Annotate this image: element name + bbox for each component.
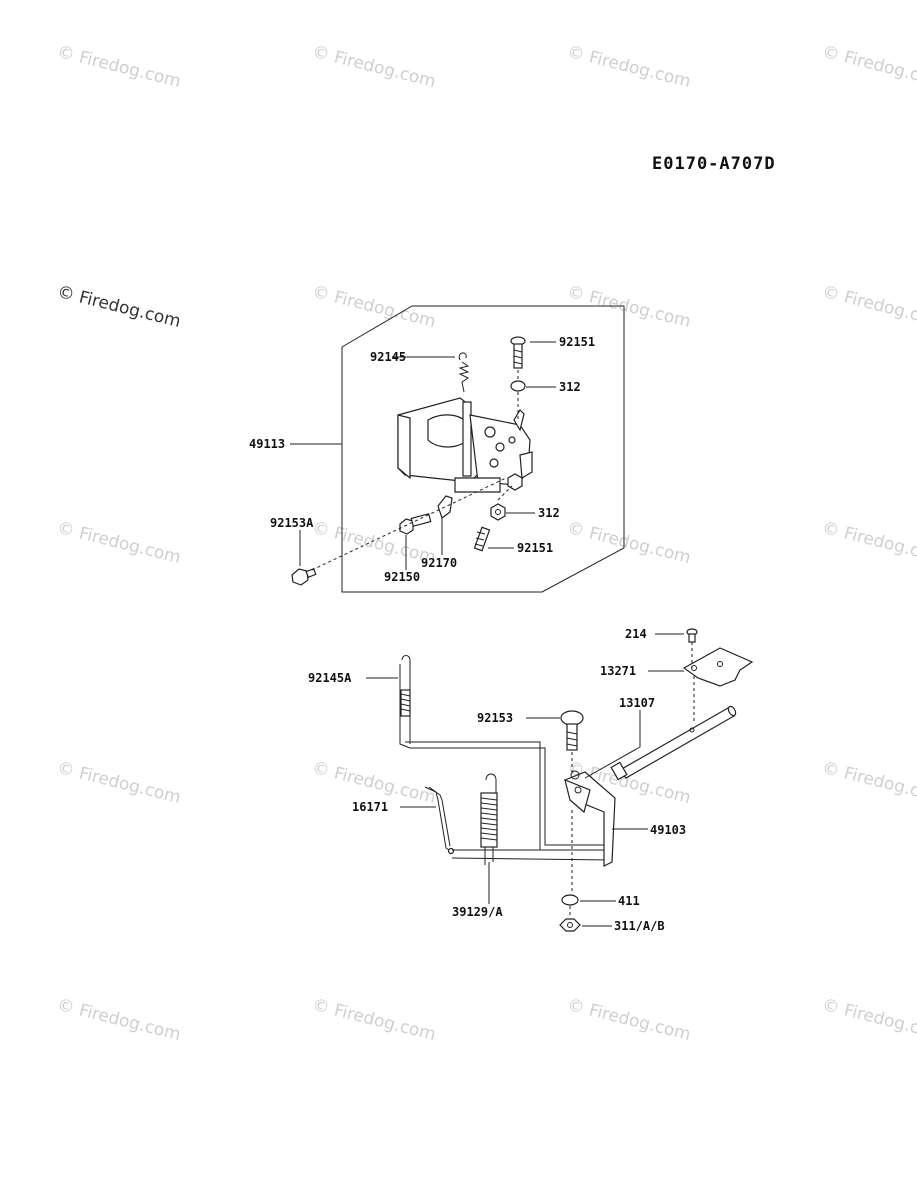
label-311AB: 311/A/B — [614, 919, 665, 933]
label-92145A: 92145A — [308, 671, 352, 685]
label-39129A: 39129/A — [452, 905, 503, 919]
nut-311AB — [559, 918, 581, 932]
nut-on-bracket — [507, 473, 523, 491]
plate-13271 — [682, 647, 754, 687]
label-312-bottom: 312 — [538, 506, 560, 520]
label-92150: 92150 — [384, 570, 420, 584]
label-92151-bottom: 92151 — [517, 541, 553, 555]
assembly-frame — [341, 305, 625, 593]
label-13107: 13107 — [619, 696, 655, 710]
bolt-92153 — [560, 710, 584, 751]
diagram-code: E0170-A707D — [652, 154, 776, 174]
control-bracket-49113 — [397, 397, 533, 493]
spring-39129A — [451, 773, 611, 865]
upper-assembly: 92145 92151 312 49113 92153A 312 92151 9… — [249, 305, 625, 593]
link-rod-16171 — [424, 786, 455, 855]
bolt-92150 — [399, 513, 432, 535]
washer-411 — [561, 894, 579, 906]
label-16171: 16171 — [352, 800, 388, 814]
label-49103: 49103 — [650, 823, 686, 837]
spring-rod-92145A — [399, 655, 610, 851]
screw-92151-bottom — [473, 526, 491, 552]
label-92170: 92170 — [421, 556, 457, 570]
label-411: 411 — [618, 894, 640, 908]
screw-214 — [686, 628, 698, 643]
spring-92145 — [458, 352, 470, 393]
nut-312-bottom — [490, 503, 506, 521]
label-214: 214 — [625, 627, 647, 641]
label-92153: 92153 — [477, 711, 513, 725]
lever-49103 — [564, 770, 616, 867]
shaft-13107 — [610, 705, 737, 781]
label-13271: 13271 — [600, 664, 636, 678]
label-92145: 92145 — [370, 350, 406, 364]
washer-312-top — [510, 380, 526, 392]
clip-92170 — [437, 495, 453, 519]
label-92153A: 92153A — [270, 516, 314, 530]
screw-92151-top — [510, 336, 526, 369]
label-312-top: 312 — [559, 380, 581, 394]
lower-assembly: 214 13271 92145A 13107 92153 16171 49103… — [308, 627, 754, 933]
bolt-92153A — [291, 567, 317, 586]
label-49113: 49113 — [249, 437, 285, 451]
label-92151-top: 92151 — [559, 335, 595, 349]
